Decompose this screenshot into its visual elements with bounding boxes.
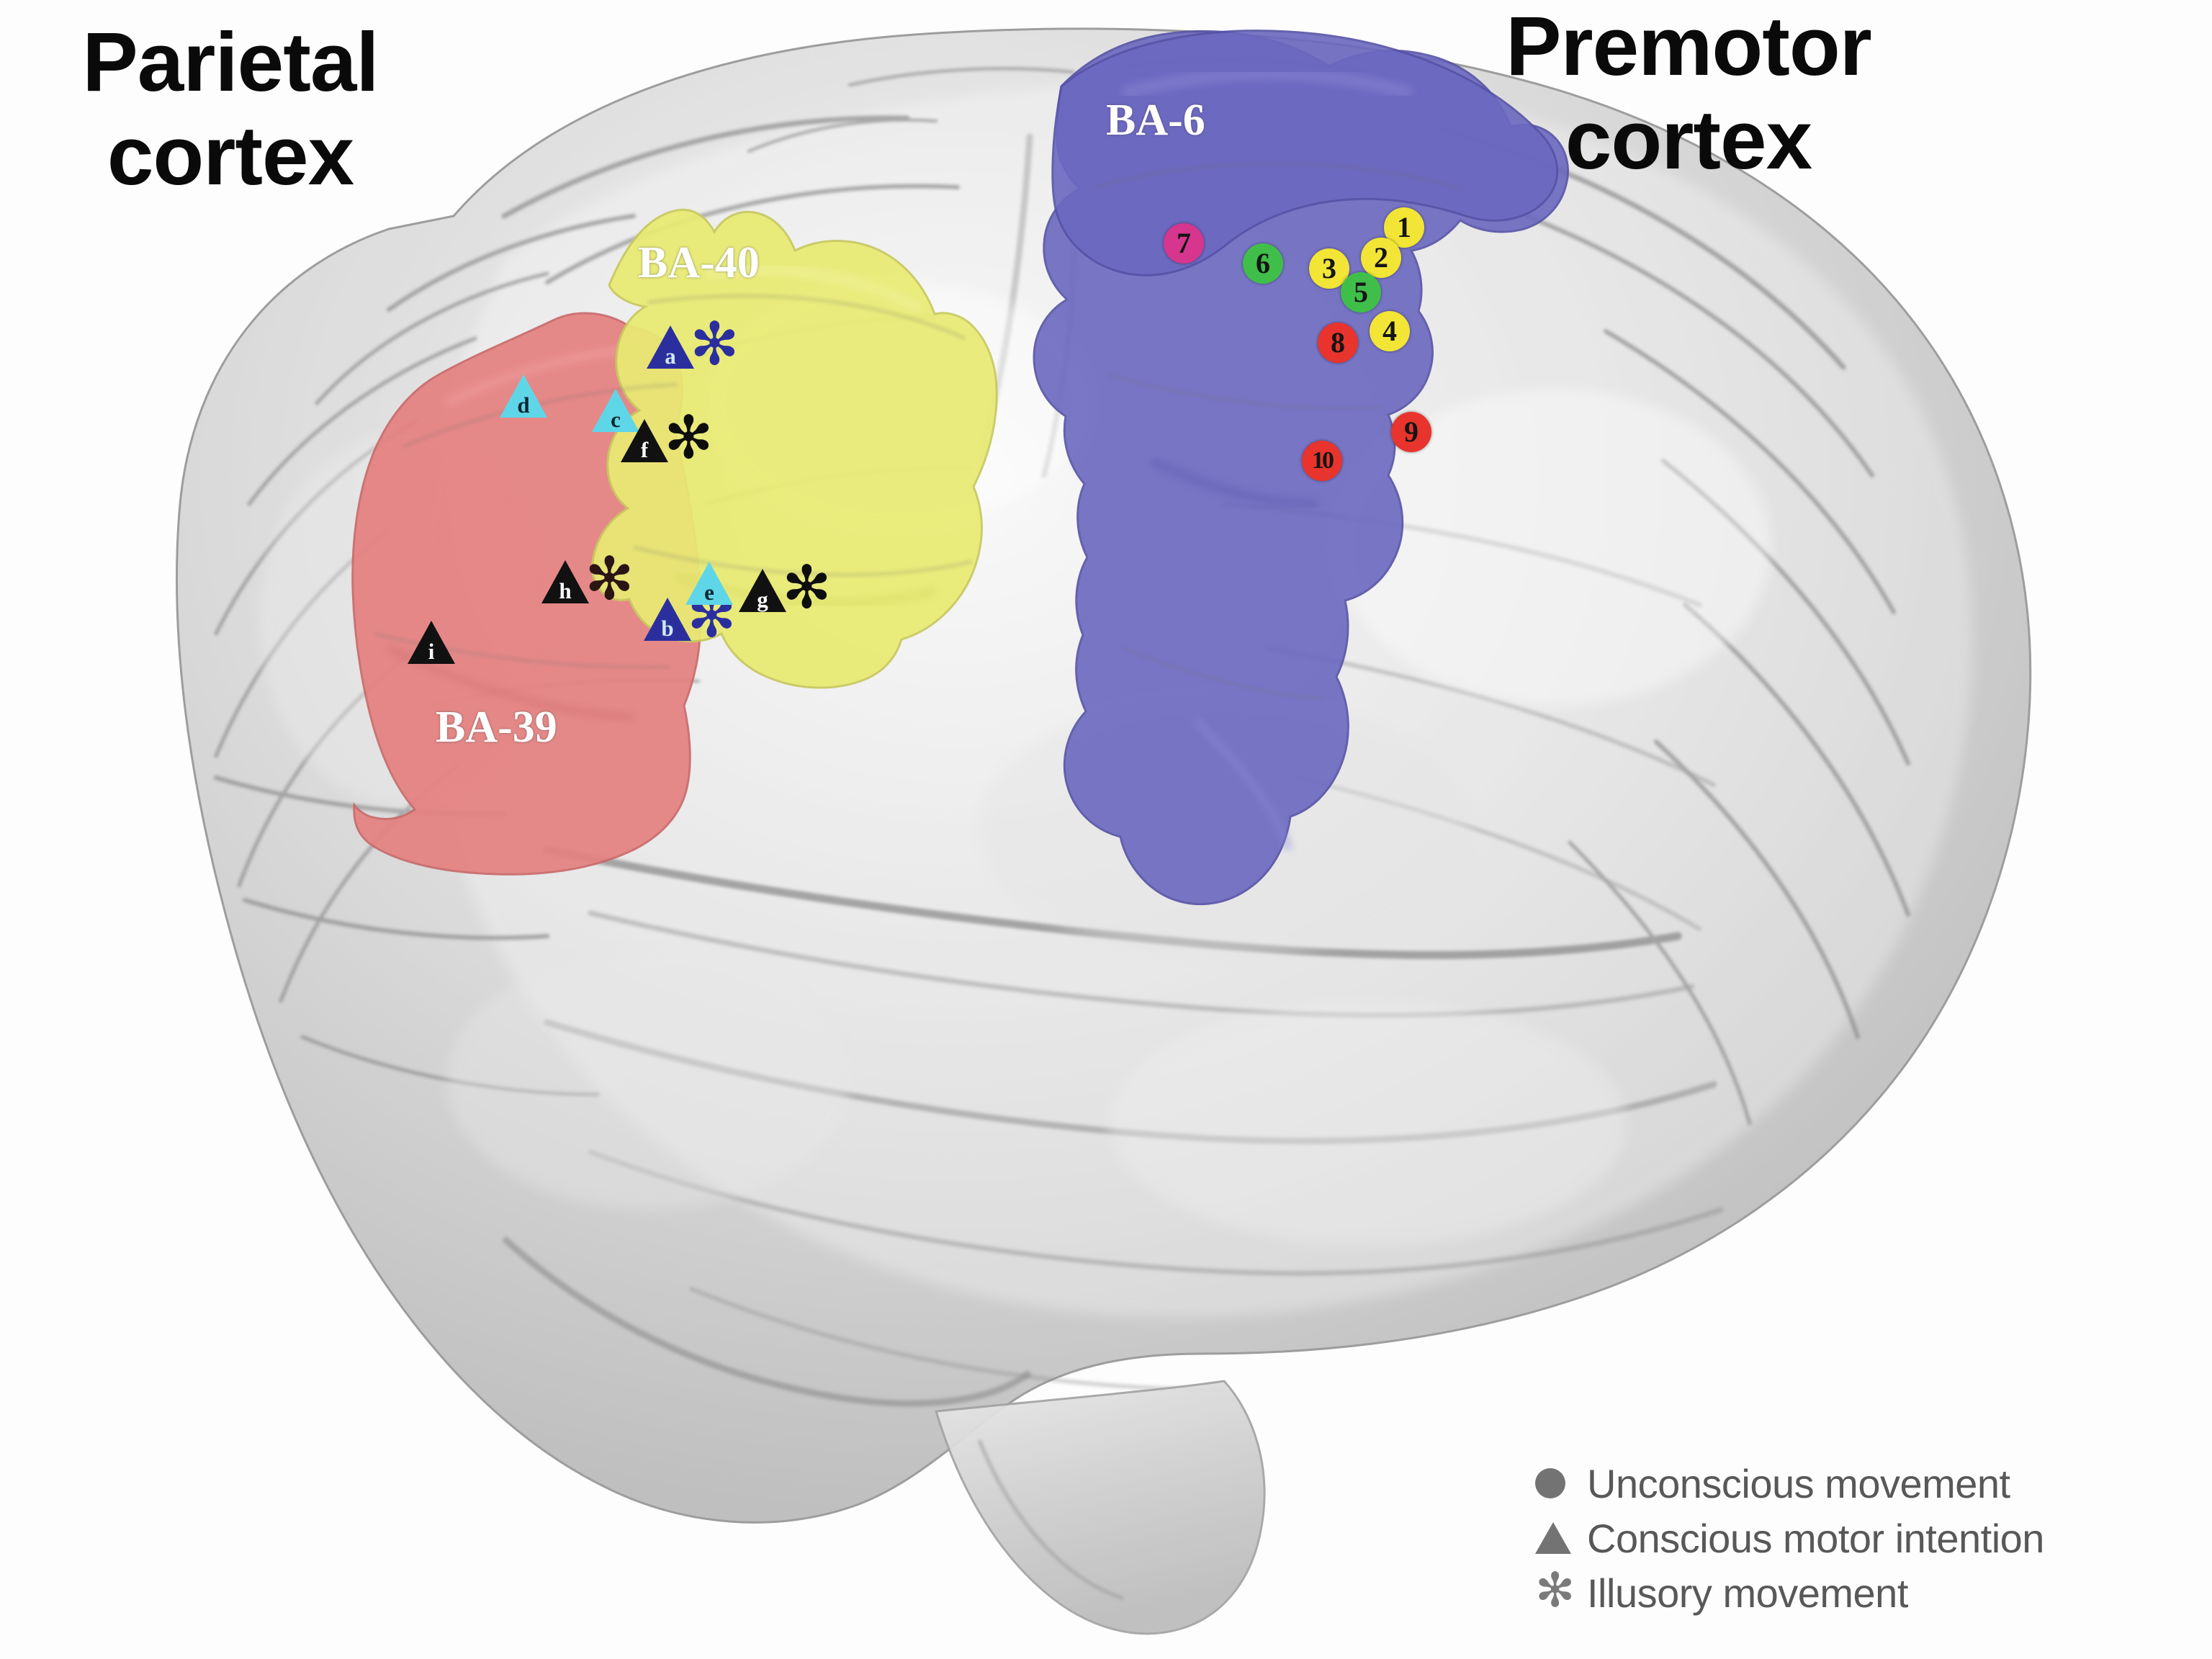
numbered-marker-4: 4 [1370,311,1410,351]
numbered-marker-7: 7 [1164,223,1204,264]
triangle-icon [1535,1522,1587,1554]
asterisk-icon-h: ✻ [585,545,634,613]
parietal-cortex-title: Parietal cortex [82,15,379,202]
ba40-region-label: BA-40 [638,238,760,287]
asterisk-icon: ✻ [1535,1563,1575,1618]
legend-item-illusory-movement: ✻ Illusory movement [1535,1565,2183,1620]
ba6-region-label: BA-6 [1106,96,1205,145]
asterisk-icon-a: ✻ [690,310,739,379]
legend-label-conscious-motor-intention: Conscious motor intention [1587,1515,2044,1561]
circle-icon [1535,1468,1587,1498]
numbered-marker-5: 5 [1341,272,1381,313]
ba39-region-label: BA-39 [436,703,557,752]
numbered-marker-2: 2 [1361,238,1401,278]
numbered-marker-8: 8 [1318,323,1358,363]
premotor-cortex-title: Premotor cortex [1506,0,1872,186]
legend-label-illusory-movement: Illusory movement [1587,1570,1908,1616]
brainstem [935,1380,1266,1635]
legend-label-unconscious-movement: Unconscious movement [1587,1460,2010,1506]
asterisk-icon-g: ✻ [782,554,832,622]
asterisk-icon-f: ✻ [664,404,714,472]
numbered-marker-10: 10 [1302,441,1342,481]
legend-item-unconscious-movement: Unconscious movement [1535,1456,2183,1511]
region-ba40 [591,208,998,689]
legend: Unconscious movement Conscious motor int… [1535,1456,2183,1620]
numbered-marker-6: 6 [1243,243,1283,284]
legend-item-conscious-motor-intention: Conscious motor intention [1535,1511,2183,1565]
numbered-marker-9: 9 [1391,412,1431,452]
